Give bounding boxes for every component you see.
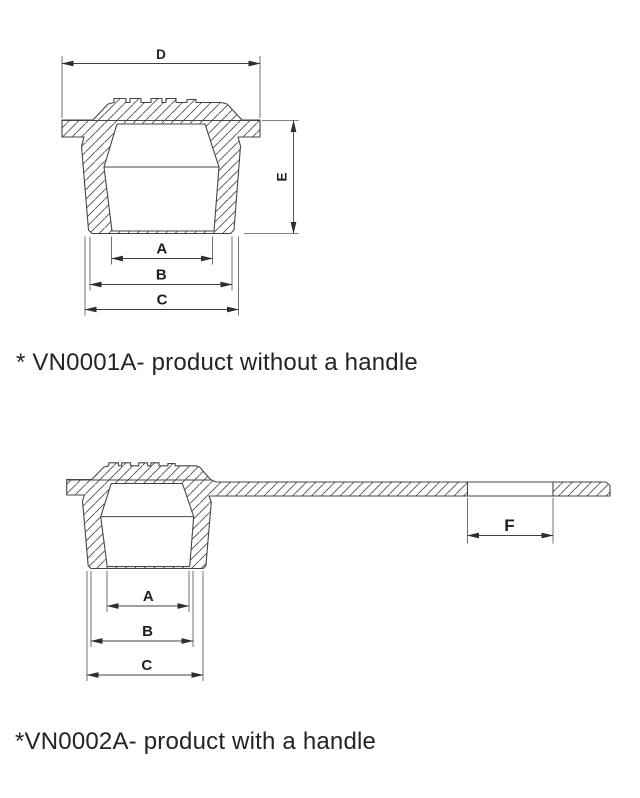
dimension-c2: C xyxy=(86,571,204,681)
dim-label-b2: B xyxy=(142,623,153,640)
dimension-a1: A xyxy=(111,236,213,265)
plug2-cross-section xyxy=(66,462,611,570)
dimension-f: F xyxy=(467,497,554,544)
drawing-vn0001a: D E A B xyxy=(61,47,299,316)
dim-label-f: F xyxy=(504,516,514,535)
caption-vn0002a: *VN0002A- product with a handle xyxy=(15,728,377,755)
dimension-d: D xyxy=(61,47,261,118)
dimension-e: E xyxy=(244,120,299,234)
dim-label-a2: A xyxy=(143,588,154,605)
drawing-vn0002a: F A B C xyxy=(66,462,611,681)
plug1-cross-section xyxy=(61,97,261,235)
dim-label-b1: B xyxy=(156,267,167,284)
dim-label-d: D xyxy=(156,47,166,62)
caption-vn0001a: * VN0001A- product without a handle xyxy=(16,349,418,376)
dimension-c1: C xyxy=(84,236,239,316)
dim-label-c2: C xyxy=(141,657,152,674)
dimension-a2: A xyxy=(106,571,190,612)
dim-label-c1: C xyxy=(157,292,168,309)
dimension-b2: B xyxy=(90,571,194,647)
dim-label-a1: A xyxy=(156,241,167,258)
dimension-b1: B xyxy=(89,236,233,291)
dim-label-e: E xyxy=(275,172,290,181)
